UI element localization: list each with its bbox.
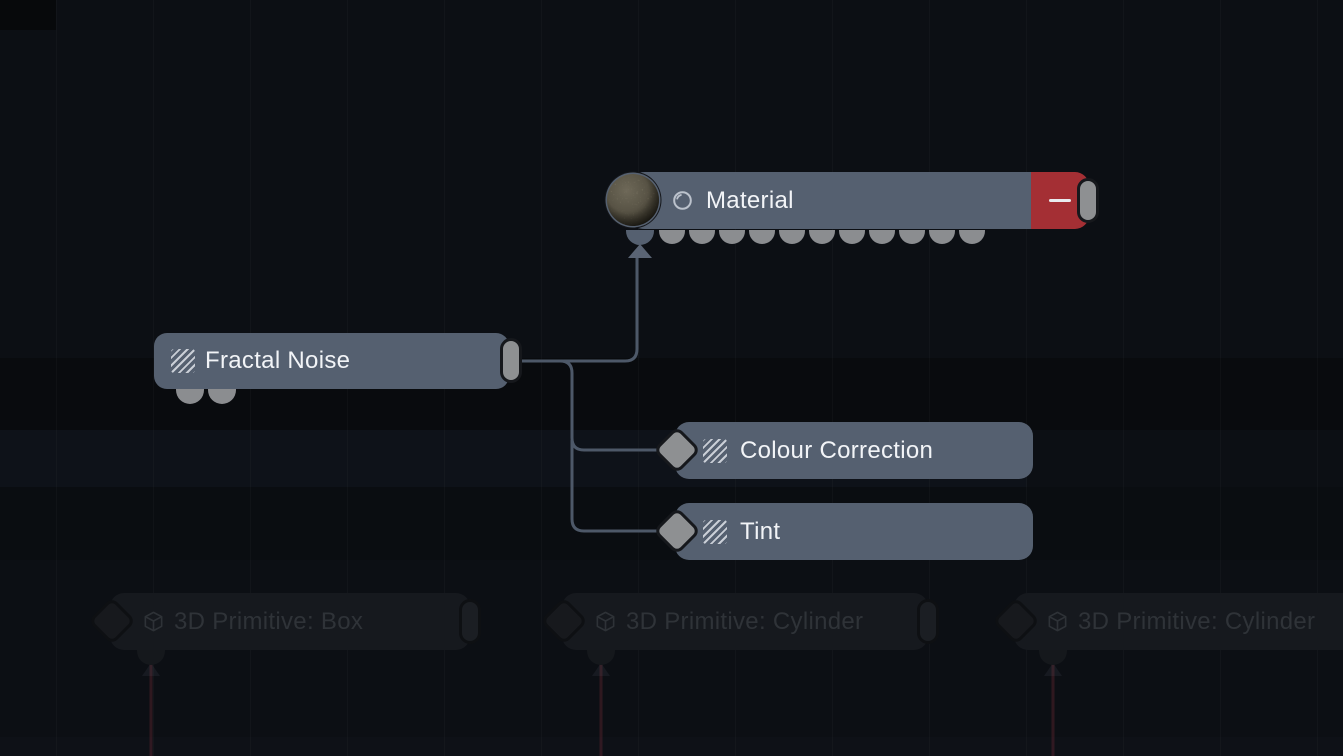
dimmed-wire-arrowhead <box>592 663 610 676</box>
node-label: 3D Primitive: Box <box>174 607 364 635</box>
node-colour-correction[interactable]: Colour Correction <box>652 422 1045 482</box>
node-header[interactable] <box>1014 593 1343 650</box>
input-port[interactable] <box>839 230 865 244</box>
input-port[interactable] <box>719 230 745 244</box>
textured-sphere-preview <box>604 171 662 229</box>
dimmed-wire-arrowhead <box>1044 663 1062 676</box>
node-header[interactable] <box>675 503 1033 560</box>
output-connector[interactable] <box>459 599 481 644</box>
bottom-port[interactable] <box>137 650 165 665</box>
cube-icon <box>596 611 615 632</box>
cube-icon <box>1048 611 1067 632</box>
input-port[interactable] <box>689 230 715 244</box>
material-thumbnail[interactable] <box>604 171 662 229</box>
node-label: Fractal Noise <box>205 347 351 374</box>
node-label: Colour Correction <box>740 436 934 464</box>
input-port[interactable] <box>959 230 985 244</box>
node-header[interactable] <box>562 593 928 650</box>
output-connector[interactable] <box>500 338 522 383</box>
cube-icon <box>144 611 163 632</box>
node-label: Tint <box>740 517 781 545</box>
node-fractal-noise[interactable]: Fractal Noise <box>154 333 534 409</box>
wire-arrowhead <box>628 244 652 258</box>
output-connector[interactable] <box>917 599 939 644</box>
input-port[interactable] <box>779 230 805 244</box>
node-header[interactable] <box>617 172 1031 229</box>
wire-fractal-to-material[interactable] <box>521 258 639 363</box>
node-tint[interactable]: Tint <box>652 503 1045 563</box>
bottom-port[interactable] <box>208 389 236 404</box>
texture-icon <box>171 349 195 373</box>
input-port[interactable] <box>659 230 685 244</box>
wire-fractal-to-colour-correction[interactable] <box>521 359 670 452</box>
node-primitive-box[interactable]: 3D Primitive: Box <box>87 593 502 673</box>
bottom-port[interactable] <box>176 389 204 404</box>
minus-icon <box>1049 199 1071 202</box>
node-primitive-cylinder-1[interactable]: 3D Primitive: Cylinder <box>539 593 954 673</box>
input-port-connected[interactable] <box>626 230 654 245</box>
texture-icon <box>703 439 727 463</box>
node-label: 3D Primitive: Cylinder <box>1078 607 1316 635</box>
input-port[interactable] <box>869 230 895 244</box>
node-header[interactable] <box>110 593 470 650</box>
input-port[interactable] <box>809 230 835 244</box>
node-primitive-cylinder-2[interactable]: 3D Primitive: Cylinder <box>991 593 1343 673</box>
node-label: Material <box>706 186 794 214</box>
input-port[interactable] <box>929 230 955 244</box>
input-port[interactable] <box>749 230 775 244</box>
sphere-icon <box>673 191 692 210</box>
output-connector[interactable] <box>1077 178 1099 223</box>
background-grid-cell <box>0 0 56 30</box>
bottom-port[interactable] <box>587 650 615 665</box>
bottom-port[interactable] <box>1039 650 1067 665</box>
input-port[interactable] <box>899 230 925 244</box>
dimmed-wire-arrowhead <box>142 663 160 676</box>
node-material[interactable]: Material <box>604 171 1104 261</box>
node-label: 3D Primitive: Cylinder <box>626 607 864 635</box>
texture-icon <box>703 520 727 544</box>
